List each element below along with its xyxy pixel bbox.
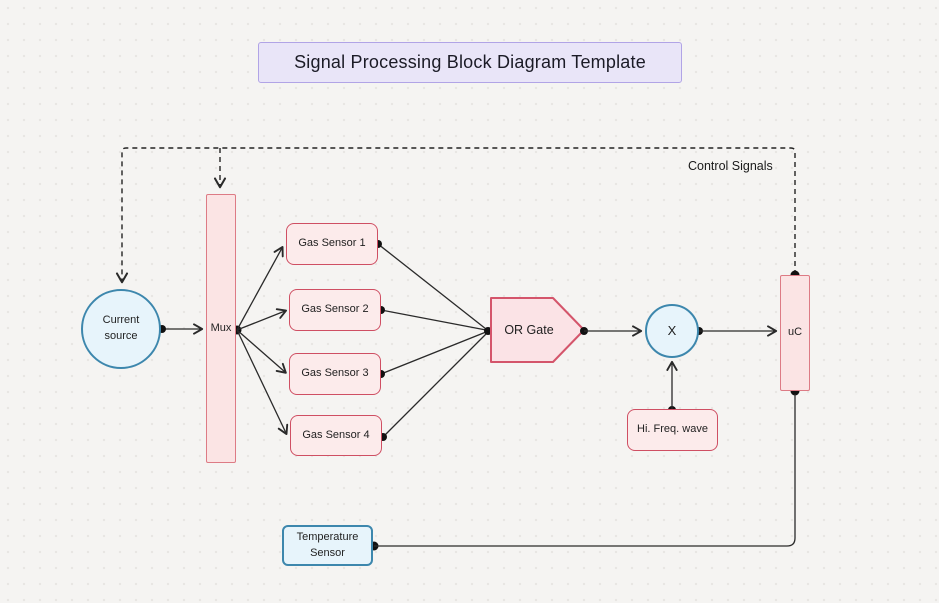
- edge-mux-to-gs2[interactable]: [236, 308, 288, 331]
- control-signals-label[interactable]: Control Signals: [688, 159, 773, 173]
- edge-mux-to-gs4[interactable]: [236, 329, 289, 435]
- node-mux-label: Mux: [210, 321, 232, 334]
- edge-temp-to-uc[interactable]: [374, 394, 796, 547]
- node-current-source-label: Current source: [102, 314, 140, 342]
- node-hi-freq-wave[interactable]: Hi. Freq. wave: [627, 409, 718, 451]
- node-hi-freq-wave-label: Hi. Freq. wave: [637, 423, 708, 436]
- edge-mux-to-gs1[interactable]: [236, 246, 284, 331]
- node-multiplier-label: X: [667, 322, 677, 338]
- edge-gs4-to-or[interactable]: [382, 332, 488, 438]
- node-uc[interactable]: uC: [780, 275, 810, 391]
- node-multiplier[interactable]: X: [645, 304, 699, 358]
- node-mux[interactable]: Mux: [206, 194, 236, 463]
- control-signals-text: Control Signals: [688, 159, 773, 173]
- edge-mux-to-gs3[interactable]: [236, 329, 287, 374]
- node-gas-sensor-2[interactable]: Gas Sensor 2: [289, 289, 381, 331]
- node-gas-sensor-4-label: Gas Sensor 4: [302, 428, 370, 441]
- or-gate-shape[interactable]: [490, 297, 585, 363]
- node-temperature-sensor[interactable]: Temperature Sensor: [282, 525, 373, 566]
- node-gas-sensor-1[interactable]: Gas Sensor 1: [286, 223, 378, 265]
- edge-gs3-to-or[interactable]: [380, 331, 487, 375]
- node-current-source[interactable]: Current source: [81, 289, 161, 369]
- edge-gs2-to-or[interactable]: [380, 309, 487, 331]
- node-temperature-sensor-label: Temperature Sensor: [296, 530, 359, 559]
- node-or-gate-label[interactable]: OR Gate: [491, 298, 567, 362]
- node-gas-sensor-3-label: Gas Sensor 3: [301, 367, 369, 380]
- node-gas-sensor-3[interactable]: Gas Sensor 3: [289, 353, 381, 395]
- diagram-title-text: Signal Processing Block Diagram Template: [294, 52, 646, 72]
- edge-gs1-to-or[interactable]: [377, 243, 487, 330]
- node-gas-sensor-1-label: Gas Sensor 1: [298, 237, 366, 250]
- node-gas-sensor-4[interactable]: Gas Sensor 4: [290, 415, 382, 456]
- node-gas-sensor-2-label: Gas Sensor 2: [301, 303, 369, 316]
- edge-uc-to-current-source-dashed[interactable]: [115, 147, 796, 284]
- diagram-title[interactable]: Signal Processing Block Diagram Template: [258, 42, 682, 83]
- or-gate-text: OR Gate: [504, 323, 554, 337]
- node-uc-label: uC: [787, 326, 803, 339]
